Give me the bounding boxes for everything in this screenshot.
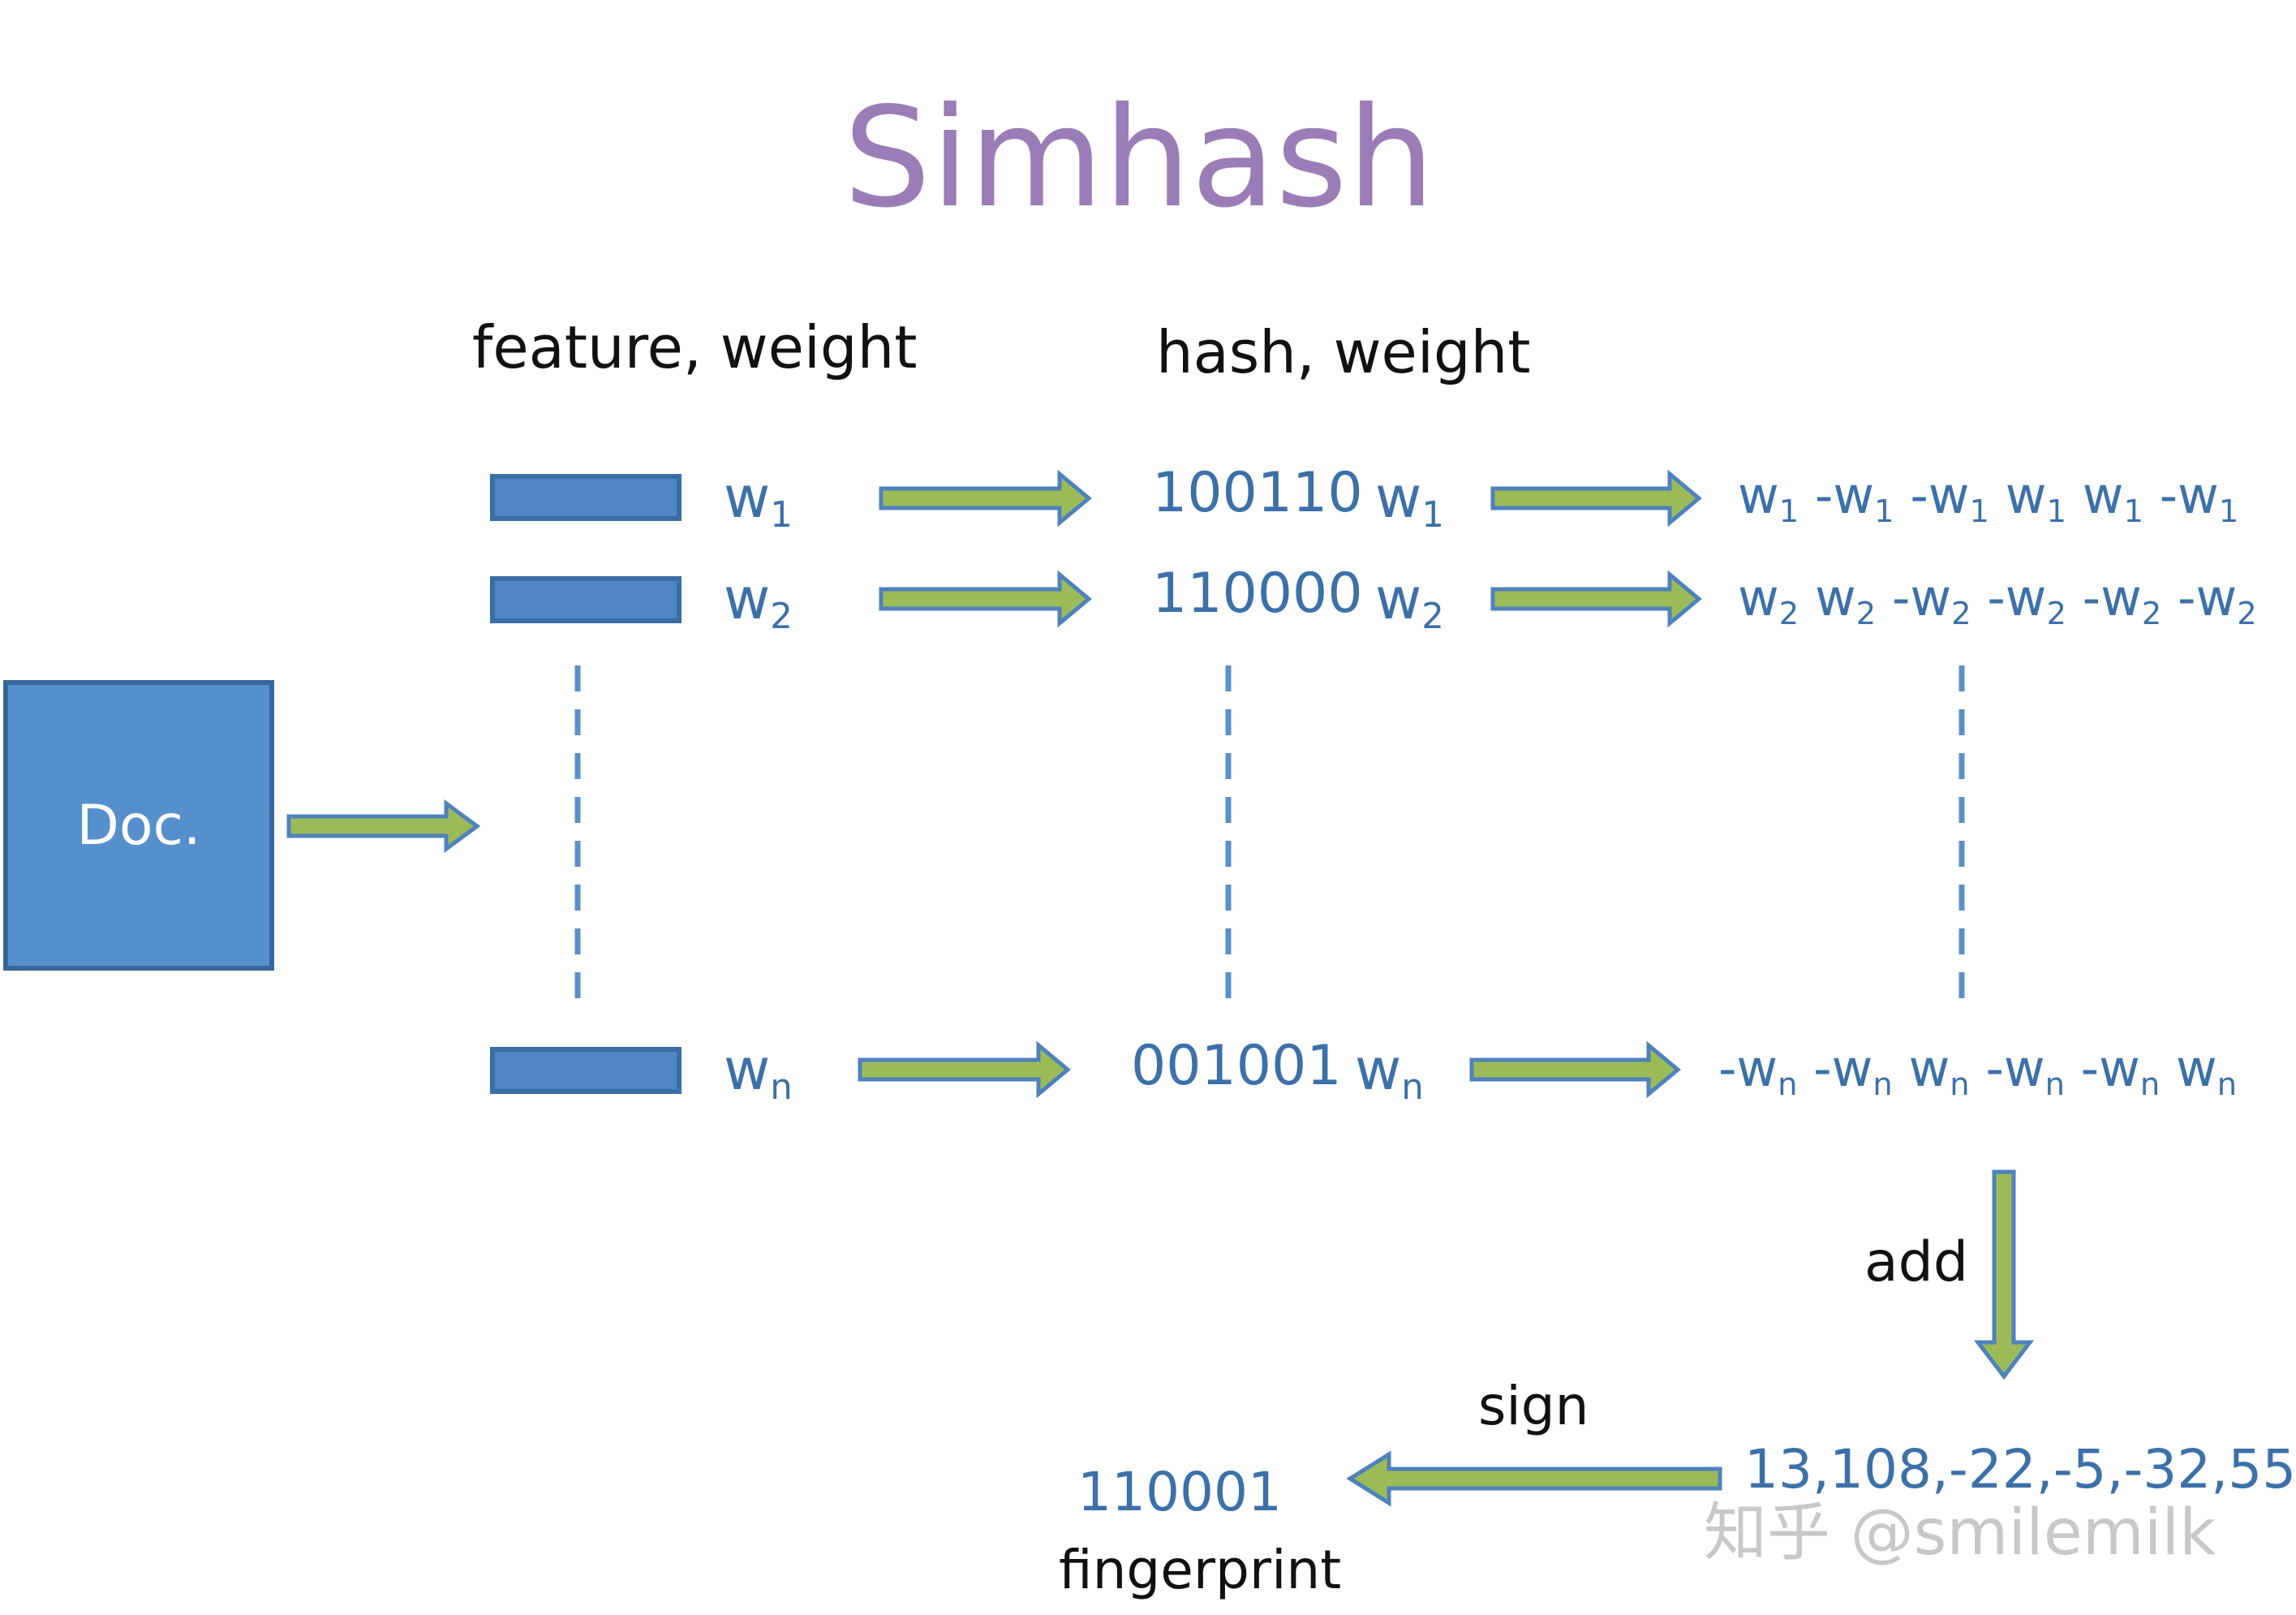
arrow-feature-to-hash-n	[858, 1040, 1071, 1099]
feature-weight-2: w2	[724, 566, 793, 638]
vector-term: wn	[1908, 1039, 1970, 1103]
vector-term: -w2	[2178, 568, 2257, 632]
arrow-add-down	[1973, 1169, 2035, 1380]
arrow-hash-to-vector-n	[1469, 1040, 1681, 1099]
vector-term: -w2	[1987, 568, 2066, 632]
watermark: 知乎 @smilemilk	[1704, 1497, 2216, 1570]
hash-weight-n: wn	[1355, 1036, 1424, 1109]
feature-bar-1	[490, 474, 681, 521]
feature-bar-2	[490, 576, 681, 623]
arrow-sign-left	[1346, 1450, 1722, 1507]
header-hash-weight: hash, weight	[1156, 318, 1531, 386]
vector-term: w2	[1738, 568, 1799, 632]
hash-weight-2: w2	[1375, 566, 1444, 638]
fingerprint-value: 110001	[1077, 1461, 1282, 1523]
vector-term: wn	[2176, 1039, 2238, 1103]
hash-value-2: 110000	[1152, 562, 1363, 626]
hash-value-1: 100110	[1152, 461, 1363, 525]
vector-term: -w2	[1892, 568, 1971, 632]
hash-value-n: 001001	[1131, 1034, 1342, 1098]
vector-term: w1	[1738, 466, 1799, 530]
add-label: add	[1864, 1230, 1968, 1294]
vector-term: -wn	[1813, 1039, 1893, 1103]
vector-term: -wn	[2080, 1039, 2161, 1103]
feature-weight-1: w1	[724, 464, 793, 536]
vector-term: -w1	[1815, 466, 1894, 530]
vector-term: w1	[2082, 466, 2143, 530]
vector-term: -w1	[1910, 466, 1989, 530]
arrow-feature-to-hash-2	[879, 570, 1092, 628]
vector-term: -w1	[2159, 466, 2239, 530]
arrow-doc-to-features	[286, 799, 481, 853]
feature-bar-n	[490, 1047, 681, 1094]
header-feature-weight: feature, weight	[472, 313, 918, 381]
arrow-hash-to-vector-2	[1490, 570, 1702, 628]
doc-box: Doc.	[3, 680, 274, 971]
hash-weight-1: w1	[1375, 464, 1444, 536]
sum-vector: 13,108,-22,-5,-32,55	[1744, 1438, 2296, 1501]
arrow-hash-to-vector-1	[1490, 469, 1702, 528]
arrow-feature-to-hash-1	[879, 469, 1092, 528]
vector-term: -w2	[2082, 568, 2162, 632]
doc-label: Doc.	[76, 793, 201, 858]
sign-label: sign	[1478, 1375, 1589, 1437]
vector-term: w2	[1815, 568, 1877, 632]
fingerprint-label: fingerprint	[1059, 1539, 1342, 1601]
vector-term: -wn	[1718, 1039, 1798, 1103]
vector-term: -wn	[1985, 1039, 2065, 1103]
feature-weight-n: wn	[724, 1036, 793, 1109]
diagram-title: Simhash	[843, 78, 1435, 239]
vector-term: w1	[2005, 466, 2066, 530]
